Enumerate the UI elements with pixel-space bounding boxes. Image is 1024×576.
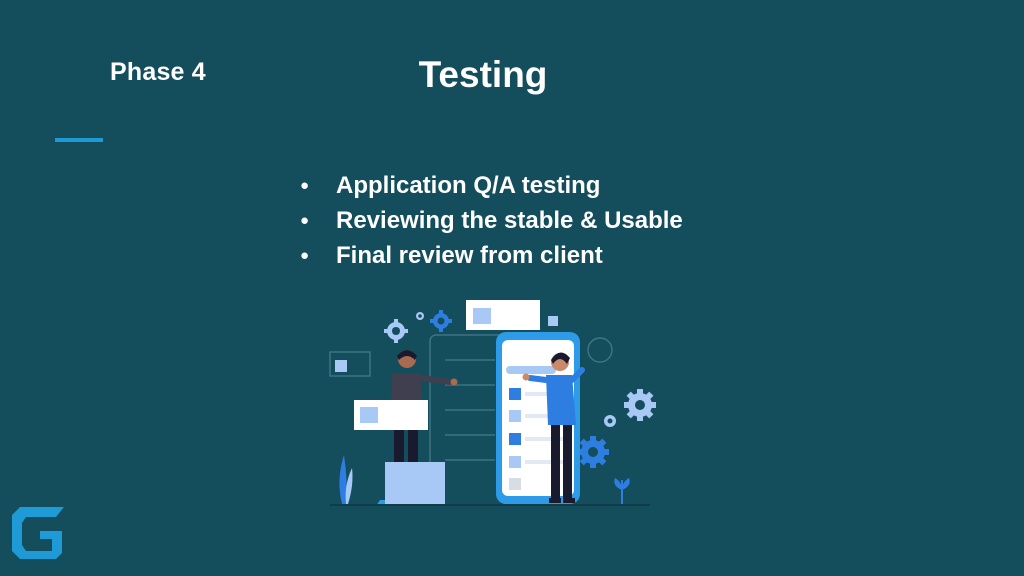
tester-figure-right xyxy=(522,352,585,503)
plant-icon xyxy=(339,455,630,504)
bullet-icon: ● xyxy=(300,247,310,264)
floating-card-square xyxy=(473,308,491,324)
bullet-text: Reviewing the stable & Usable xyxy=(336,206,683,234)
bullet-text: Application Q/A testing xyxy=(336,171,601,199)
list-item: ● Final review from client xyxy=(300,238,683,273)
gear-icon xyxy=(384,319,408,343)
floating-card-square xyxy=(335,360,347,372)
company-logo-icon xyxy=(12,507,64,559)
phase-label: Phase 4 xyxy=(110,58,206,86)
gear-icon xyxy=(577,436,609,468)
slide-title: Testing xyxy=(418,54,548,95)
gear-icon xyxy=(604,415,616,427)
bullet-text: Final review from client xyxy=(336,241,603,269)
accent-rule xyxy=(55,138,103,142)
gear-icon xyxy=(624,389,656,421)
bullet-icon: ● xyxy=(300,177,310,194)
list-item: ● Application Q/A testing xyxy=(300,168,683,203)
bullet-list: ● Application Q/A testing ● Reviewing th… xyxy=(300,168,683,273)
qa-testing-illustration xyxy=(329,300,656,506)
gear-icon xyxy=(430,310,452,332)
list-item: ● Reviewing the stable & Usable xyxy=(300,203,683,238)
bullet-icon: ● xyxy=(300,212,310,229)
held-card-square xyxy=(360,407,378,423)
floating-card-square xyxy=(548,316,558,326)
base-block xyxy=(385,462,445,504)
gear-icon xyxy=(416,312,424,320)
